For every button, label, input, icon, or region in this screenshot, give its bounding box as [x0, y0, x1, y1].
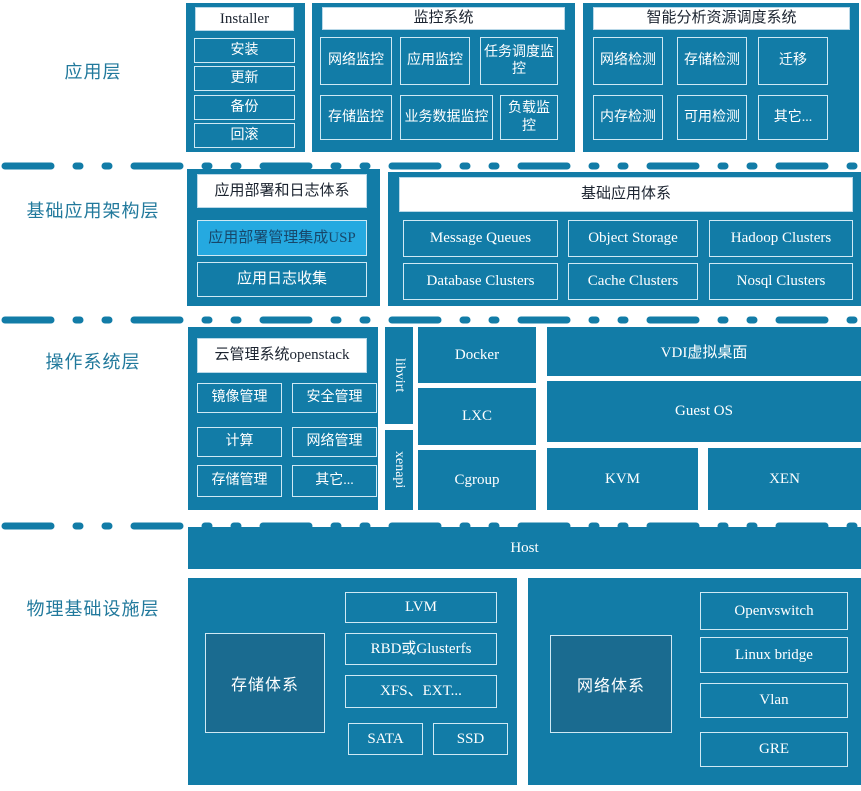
- monitoring-panel: 监控系统 网络监控 应用监控 任务调度监控 存储监控 业务数据监控 负载监控: [312, 3, 575, 152]
- rollback-cell: 回滚: [194, 123, 295, 148]
- layer-label-application: 应用层: [64, 62, 122, 82]
- gre-cell: GRE: [700, 732, 848, 767]
- xen-box: XEN: [708, 448, 861, 510]
- lvm-cell: LVM: [345, 592, 497, 623]
- network-detect-cell: 网络检测: [593, 37, 663, 85]
- layer-label-base-app: 基础应用架构层: [26, 201, 160, 221]
- database-clusters-cell: Database Clusters: [403, 263, 558, 300]
- ssd-cell: SSD: [433, 723, 508, 755]
- nosql-clusters-cell: Nosql Clusters: [709, 263, 853, 300]
- sata-cell: SATA: [348, 723, 423, 755]
- installer-panel: Installer 安装 更新 备份 回滚: [186, 3, 305, 152]
- app-monitor-cell: 应用监控: [400, 37, 470, 85]
- layer-divider: [0, 157, 861, 170]
- storage-system-box: 存储体系: [205, 633, 325, 733]
- storage-detect-cell: 存储检测: [677, 37, 747, 85]
- lxc-box: LXC: [418, 388, 536, 445]
- storage-panel: 存储体系 LVM RBD或Glusterfs XFS、EXT... SATA S…: [188, 578, 517, 785]
- update-cell: 更新: [194, 66, 295, 91]
- vdi-box: VDI虚拟桌面: [547, 327, 861, 376]
- business-data-monitor-cell: 业务数据监控: [400, 95, 493, 140]
- scheduler-panel: 智能分析资源调度系统 网络检测 存储检测 迁移 内存检测 可用检测 其它...: [583, 3, 859, 152]
- task-schedule-monitor-cell: 任务调度监控: [480, 37, 558, 85]
- cloud-mgmt-panel: 云管理系统openstack 镜像管理 安全管理 计算 网络管理 存储管理 其它…: [188, 327, 378, 510]
- base-app-panel: 基础应用体系 Message Queues Object Storage Had…: [388, 172, 861, 306]
- network-mgmt-cell: 网络管理: [292, 427, 377, 457]
- network-monitor-cell: 网络监控: [320, 37, 392, 85]
- load-monitor-cell: 负载监控: [500, 95, 558, 140]
- network-system-box: 网络体系: [550, 635, 672, 733]
- scheduler-others-cell: 其它...: [758, 95, 828, 140]
- layer-label-os: 操作系统层: [45, 352, 141, 372]
- xfs-ext-cell: XFS、EXT...: [345, 675, 497, 708]
- vlan-cell: Vlan: [700, 683, 848, 718]
- libvirt-box: libvirt: [385, 327, 413, 424]
- backup-cell: 备份: [194, 95, 295, 120]
- deploy-log-panel: 应用部署和日志体系 应用部署管理集成USP 应用日志收集: [187, 169, 380, 306]
- guest-os-box: Guest OS: [547, 381, 861, 442]
- rbd-glusterfs-cell: RBD或Glusterfs: [345, 633, 497, 665]
- cgroup-box: Cgroup: [418, 450, 536, 510]
- storage-monitor-cell: 存储监控: [320, 95, 392, 140]
- object-storage-cell: Object Storage: [568, 220, 698, 257]
- kvm-box: KVM: [547, 448, 698, 510]
- usp-cell: 应用部署管理集成USP: [197, 220, 367, 256]
- image-mgmt-cell: 镜像管理: [197, 383, 282, 413]
- installer-title: Installer: [195, 7, 294, 31]
- security-mgmt-cell: 安全管理: [292, 383, 377, 413]
- layer-divider: [0, 517, 861, 530]
- cloud-others-cell: 其它...: [292, 465, 377, 497]
- memory-detect-cell: 内存检测: [593, 95, 663, 140]
- monitoring-title: 监控系统: [322, 7, 565, 30]
- message-queues-cell: Message Queues: [403, 220, 558, 257]
- scheduler-title: 智能分析资源调度系统: [593, 7, 850, 30]
- cache-clusters-cell: Cache Clusters: [568, 263, 698, 300]
- storage-mgmt-cell: 存储管理: [197, 465, 282, 497]
- host-bar: Host: [188, 527, 861, 569]
- layer-label-physical: 物理基础设施层: [26, 599, 160, 619]
- cloud-mgmt-title: 云管理系统openstack: [197, 338, 367, 373]
- availability-detect-cell: 可用检测: [677, 95, 747, 140]
- compute-cell: 计算: [197, 427, 282, 457]
- hadoop-clusters-cell: Hadoop Clusters: [709, 220, 853, 257]
- migration-cell: 迁移: [758, 37, 828, 85]
- deploy-log-title: 应用部署和日志体系: [197, 174, 367, 208]
- layer-divider: [0, 311, 861, 324]
- network-panel: 网络体系 Openvswitch Linux bridge Vlan GRE: [528, 578, 861, 785]
- openvswitch-cell: Openvswitch: [700, 592, 848, 630]
- linux-bridge-cell: Linux bridge: [700, 637, 848, 673]
- log-collect-cell: 应用日志收集: [197, 262, 367, 297]
- xenapi-box: xenapi: [385, 430, 413, 510]
- docker-box: Docker: [418, 327, 536, 383]
- base-app-title: 基础应用体系: [399, 177, 853, 212]
- install-cell: 安装: [194, 38, 295, 63]
